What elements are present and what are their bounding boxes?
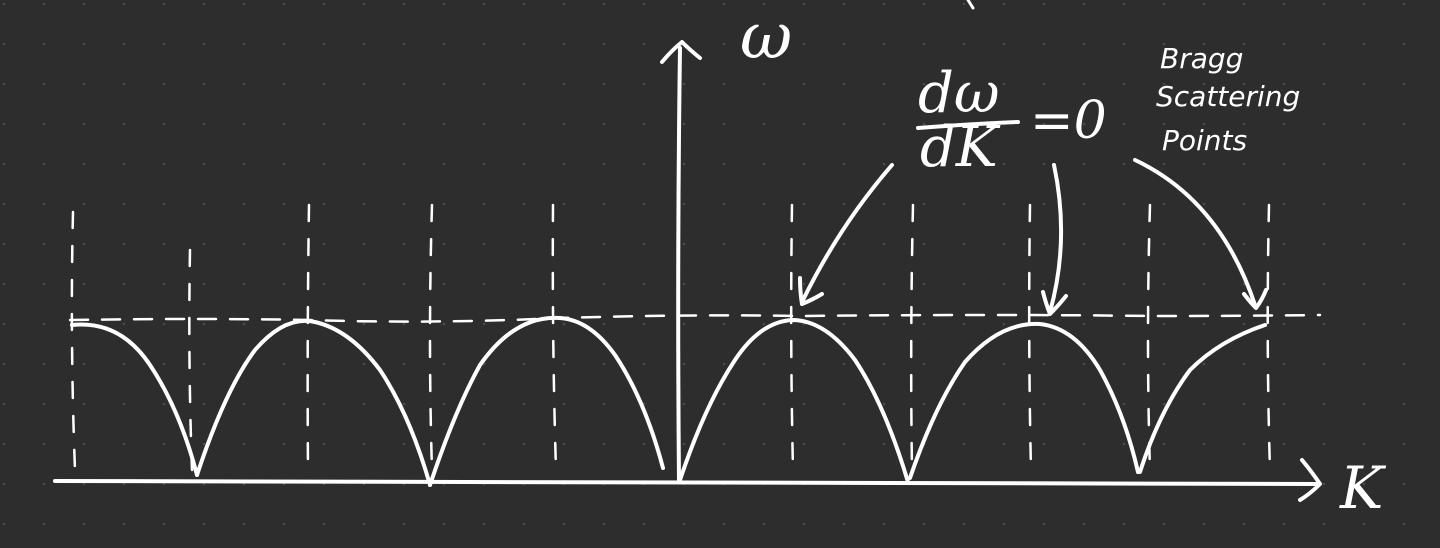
arch-segment bbox=[1138, 323, 1267, 474]
fraction-bar bbox=[916, 120, 1020, 130]
guide-line bbox=[1027, 203, 1033, 472]
guide-line bbox=[909, 203, 915, 472]
dashed-guides bbox=[70, 203, 1272, 472]
derivative-denominator: dK bbox=[920, 115, 1001, 180]
stray-stroke bbox=[966, 0, 975, 10]
derivative-expression: dω dK =0 bbox=[916, 61, 1107, 180]
dispersion-curve bbox=[70, 315, 1267, 487]
arch-segment bbox=[428, 315, 665, 487]
guide-line bbox=[1146, 203, 1152, 472]
guide-line bbox=[1266, 203, 1272, 472]
k-axis-line bbox=[53, 479, 1320, 486]
omega-axis-line bbox=[676, 46, 682, 484]
bragg-annotation: Bragg Scattering Points bbox=[1156, 42, 1300, 157]
derivative-equals: =0 bbox=[1030, 91, 1107, 151]
arch-segment bbox=[908, 321, 1140, 480]
k-axis bbox=[53, 458, 1322, 502]
arch-segment bbox=[70, 322, 199, 477]
omega-axis bbox=[660, 40, 702, 484]
omega-axis-arrowhead bbox=[660, 40, 702, 64]
guide-line bbox=[789, 203, 795, 472]
pointer-arrowhead-middle bbox=[1041, 290, 1068, 316]
k-axis-label: K bbox=[1339, 454, 1387, 522]
derivative-numerator: dω bbox=[918, 61, 1000, 126]
guide-line bbox=[188, 248, 194, 472]
pointer-arrow-right bbox=[1133, 158, 1257, 307]
pointer-arrowhead-left bbox=[798, 276, 824, 306]
pointer-arrow-middle bbox=[1048, 163, 1064, 314]
guide-line bbox=[70, 210, 77, 472]
guide-line bbox=[428, 203, 434, 472]
annotation-line-1: Bragg bbox=[1160, 42, 1243, 75]
annotation-line-2: Scattering bbox=[1156, 80, 1300, 113]
k-axis-arrowhead bbox=[1298, 458, 1322, 502]
arch-segment bbox=[678, 318, 910, 484]
guide-line bbox=[551, 203, 558, 472]
guide-line bbox=[306, 203, 311, 472]
annotation-line-3: Points bbox=[1162, 124, 1247, 157]
pointer-arrow-left bbox=[801, 163, 894, 302]
pointer-arrowhead-right bbox=[1242, 288, 1268, 310]
pointer-arrows bbox=[798, 158, 1268, 316]
arch-segment bbox=[195, 318, 432, 487]
omega-axis-label: ω bbox=[740, 0, 792, 74]
